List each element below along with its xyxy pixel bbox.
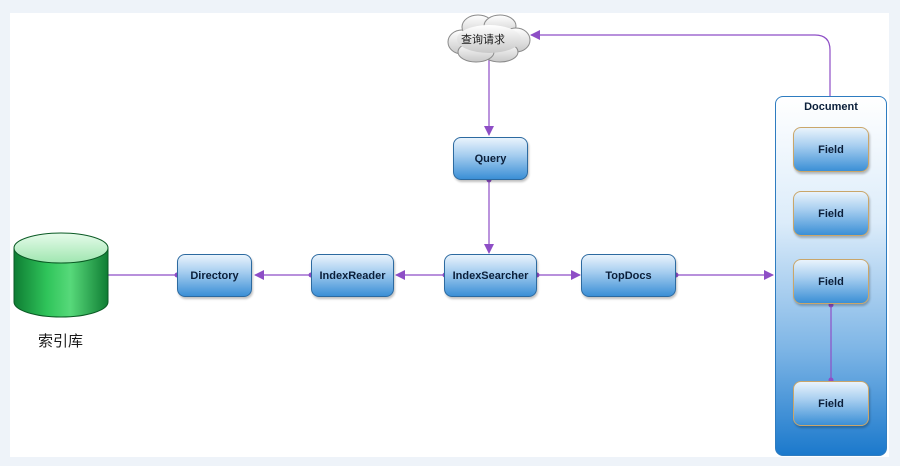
connector-document-to-request	[530, 30, 831, 96]
top-docs-node[interactable]: TopDocs	[581, 254, 676, 297]
index-store-label: 索引库	[38, 333, 84, 350]
field-node-label: Field	[818, 397, 844, 410]
query-request-label: 查询请求	[461, 34, 505, 46]
diagram-canvas	[10, 13, 889, 457]
document-title: Document	[804, 101, 858, 113]
query-node-label: Query	[474, 152, 507, 165]
directory-node[interactable]: Directory	[177, 254, 252, 297]
field-node[interactable]: Field	[793, 259, 869, 304]
field-node-label: Field	[818, 143, 844, 156]
index-reader-node[interactable]: IndexReader	[311, 254, 394, 297]
index-searcher-node-label: IndexSearcher	[452, 269, 529, 282]
field-node[interactable]: Field	[793, 381, 869, 426]
index-searcher-node[interactable]: IndexSearcher	[444, 254, 537, 297]
field-node[interactable]: Field	[793, 191, 869, 236]
field-node[interactable]: Field	[793, 127, 869, 172]
index-reader-node-label: IndexReader	[319, 269, 386, 282]
field-node-label: Field	[818, 275, 844, 288]
query-node[interactable]: Query	[453, 137, 528, 180]
top-docs-node-label: TopDocs	[605, 269, 652, 282]
field-node-label: Field	[818, 207, 844, 220]
directory-node-label: Directory	[190, 269, 239, 282]
